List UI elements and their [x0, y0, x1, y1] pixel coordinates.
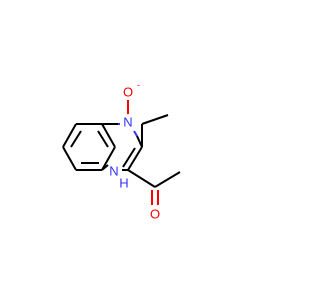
benzene-ring [62, 123, 116, 171]
atom-nh-nitrogen-label: N [109, 164, 118, 179]
bond-c5-c4a [101, 146, 116, 171]
atom-carbonyl-oxygen-label: O [150, 207, 160, 222]
bond-carbonyl-methyl [154, 171, 181, 188]
bond-c4a-c8a [101, 123, 116, 148]
molecule-structure: N O - N H O [62, 80, 181, 222]
bond-n4-c4a [101, 164, 109, 171]
bond-c2-methyl [141, 114, 169, 125]
bond-c2-c3 [127, 146, 143, 171]
bond-c4a-c8a-inner [97, 130, 109, 148]
bond-c7-c6 [62, 146, 77, 171]
bond-c2-c3-inner [122, 147, 136, 168]
bond-c8-c7 [62, 123, 77, 148]
atom-oxide-oxygen-label: O [123, 85, 133, 100]
bond-c3-carbonyl [127, 169, 156, 188]
bond-n1-c2-n-part [133, 130, 138, 137]
acetyl-group [127, 169, 181, 205]
atom-nh-hydrogen-label: H [119, 176, 128, 191]
oxide-charge-label: - [137, 80, 140, 90]
bond-c8-c7-inner [70, 130, 82, 148]
atom-n-oxide-label: N [123, 115, 132, 130]
